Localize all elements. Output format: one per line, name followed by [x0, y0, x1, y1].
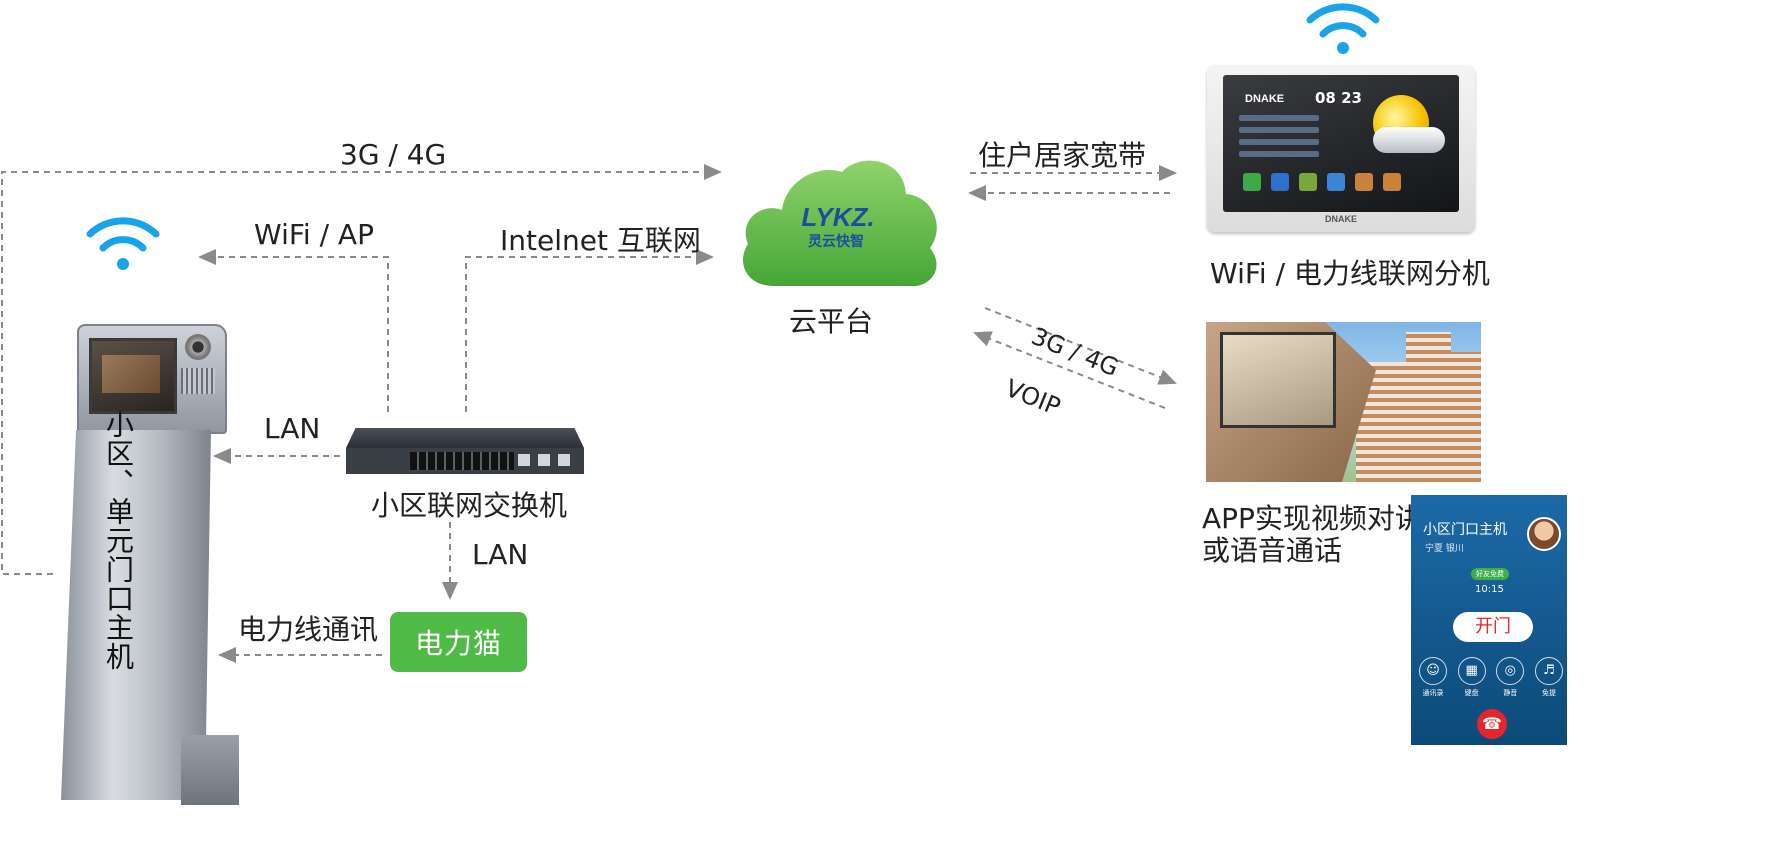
app-label-line2: 或语音通话: [1202, 534, 1343, 567]
label-powerline: 电力线通讯: [238, 613, 379, 646]
cloud-logo-sub: 灵云快智: [808, 233, 864, 250]
kiosk-base: [181, 735, 239, 805]
phone-call-screen: 小区门口主机 宁夏 银川 好友免费 10:15 开门 ☺通讯录 ▦键盘 ◎静音 …: [1411, 495, 1567, 745]
kiosk-head: [77, 324, 227, 434]
open-door-button[interactable]: 开门: [1453, 612, 1533, 642]
app-video-photo: [1206, 322, 1481, 482]
call-time: 10:15: [1475, 584, 1504, 595]
contacts-button[interactable]: ☺通讯录: [1417, 657, 1449, 698]
phone-video-screen: [1220, 332, 1336, 428]
call-subtitle: 宁夏 银川: [1425, 544, 1464, 554]
avatar: [1527, 517, 1561, 551]
label-3g4g-top: 3G / 4G: [340, 138, 447, 171]
label-wifi-ap: WiFi / AP: [254, 218, 374, 251]
line-internet: [465, 249, 714, 412]
app-label: APP实现视频对讲 或语音通话: [1202, 503, 1423, 567]
door-station-kiosk: 小区、单元门口主机: [55, 320, 240, 820]
wifi-icon-tablet: [1306, 3, 1380, 38]
hang-up-button[interactable]: ☎: [1477, 709, 1507, 739]
network-switch: [346, 428, 584, 474]
kiosk-label: 小区、单元门口主机: [102, 410, 135, 671]
cloud-logo: LYKZ.: [801, 202, 874, 232]
call-title: 小区门口主机: [1423, 522, 1507, 538]
mute-button[interactable]: ◎静音: [1494, 657, 1526, 698]
power-line-adapter: 电力猫: [390, 612, 527, 672]
person-icon: ☺: [1419, 657, 1447, 685]
tablet-label: WiFi / 电力线联网分机: [1210, 257, 1490, 290]
label-internet: Intelnet 互联网: [500, 224, 701, 257]
label-lan-down: LAN: [472, 538, 529, 571]
keypad-button[interactable]: ▦键盘: [1456, 657, 1488, 698]
status-badge: 好友免费: [1471, 568, 1509, 580]
camera-icon: [185, 334, 211, 360]
cloud-icon: LYKZ. 灵云快智: [743, 160, 937, 287]
line-voip-in: [973, 331, 1166, 409]
indoor-monitor-tablet: DNAKE 08 23 DNAKE: [1207, 65, 1475, 232]
tablet-dock: [1243, 173, 1439, 193]
wifi-icon-kiosk: [86, 217, 160, 252]
tablet-notifications: [1239, 115, 1319, 163]
keypad-icon: ▦: [1457, 657, 1486, 685]
app-label-line1: APP实现视频对讲: [1202, 502, 1423, 535]
switch-label: 小区联网交换机: [371, 489, 568, 522]
speaker-icon: ♬: [1534, 657, 1563, 685]
label-lan-left: LAN: [264, 412, 321, 445]
speaker-grille: [181, 368, 215, 394]
microphone-icon: ◎: [1496, 657, 1525, 685]
speaker-button[interactable]: ♬免提: [1533, 657, 1565, 698]
tablet-screen: DNAKE 08 23: [1223, 75, 1459, 212]
tablet-time: 08 23: [1315, 89, 1362, 107]
call-controls: ☺通讯录 ▦键盘 ◎静音 ♬免提: [1417, 657, 1565, 698]
weather-cloud-icon: [1373, 127, 1445, 153]
switch-ports: [410, 452, 514, 470]
line-3g4g-out: [984, 307, 1177, 385]
tablet-brand-bottom: DNAKE: [1325, 214, 1358, 224]
tablet-brand: DNAKE: [1245, 93, 1285, 105]
line-wifi-ap: [198, 249, 389, 412]
cloud-label: 云平台: [789, 305, 874, 338]
kiosk-screen: [89, 338, 177, 414]
line-3g4g-top: [1, 164, 722, 575]
label-home-broadband: 住户居家宽带: [978, 139, 1147, 172]
